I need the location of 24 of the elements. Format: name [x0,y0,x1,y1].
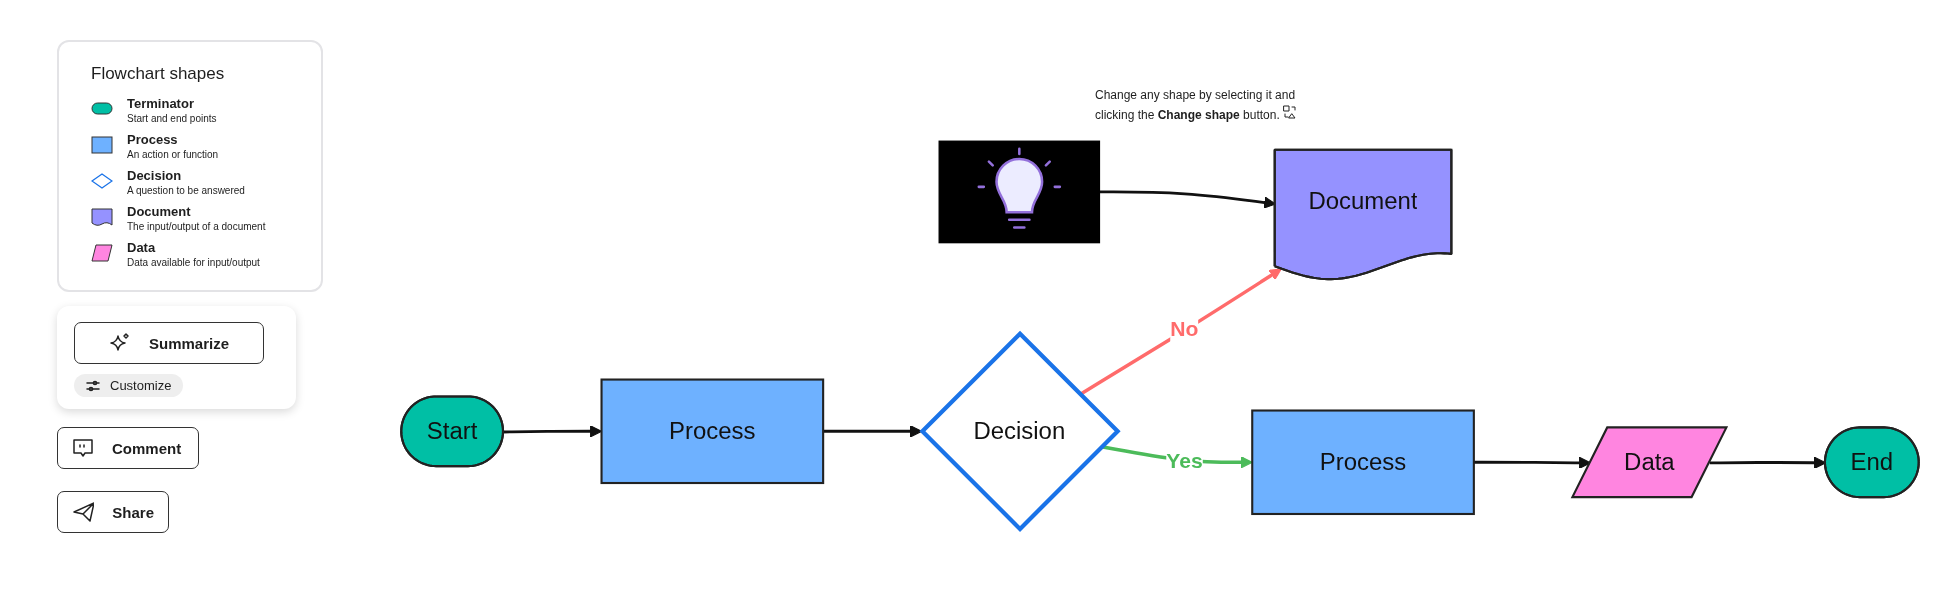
comment-button: Comment [57,427,199,469]
legend-text: Decision [127,168,183,183]
legend-description: Data available for input/output [127,257,260,268]
legend-text: Document [127,204,192,219]
node-box: Process [600,378,825,484]
node-box: Process [1251,409,1475,515]
edge-label: No [1170,316,1199,341]
arrow [1079,268,1282,396]
legend-description: The input/output of a document [127,221,266,232]
summarize-button: Summarize [74,322,264,364]
legend-title: Flowchart shapes [91,64,225,84]
customize-chip: Customize [74,374,184,397]
legend-text: Process [127,132,179,147]
legend-description: An action or function [127,149,219,160]
legend-description: A question to be answered [127,185,245,196]
tip-note: Change any shape by selecting it and clicking the Change shape button. [1095,88,1298,122]
legend-description: Start and end points [127,113,217,124]
share-button: Share [57,491,169,533]
node-picture [938,140,1101,244]
legend-text: Data [127,240,157,255]
legend-text: Terminator [127,96,195,111]
node-diamond: Decision [919,330,1121,532]
arrow [823,425,923,438]
edge-label: Yes [1166,448,1203,473]
